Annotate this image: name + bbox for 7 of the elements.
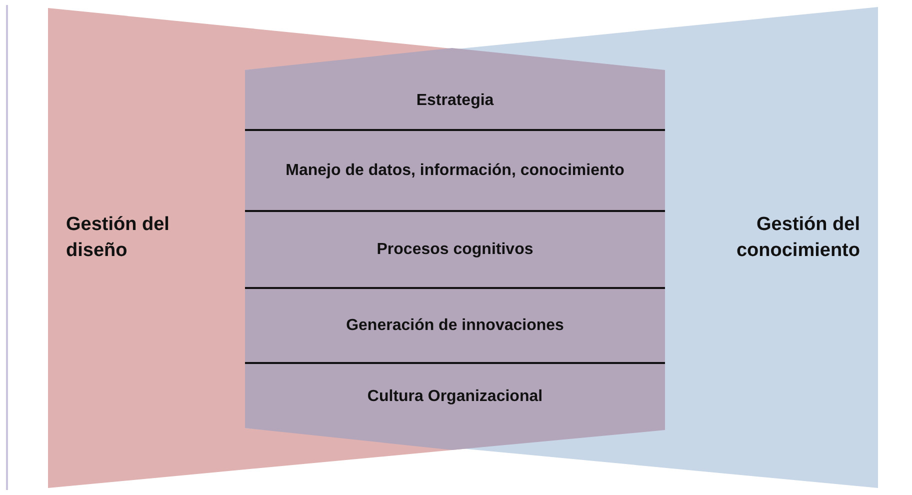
layer-label: Cultura Organizacional — [367, 387, 543, 407]
layer-label: Generación de innovaciones — [346, 316, 564, 336]
layer-label: Manejo de datos, información, conocimiento — [286, 161, 624, 181]
band-label: Gestión del conocimiento — [735, 213, 860, 263]
layer-label: Procesos cognitivos — [376, 240, 534, 260]
layer-label: Estrategia — [416, 90, 494, 110]
band-label: Gestión del diseño — [66, 213, 170, 263]
